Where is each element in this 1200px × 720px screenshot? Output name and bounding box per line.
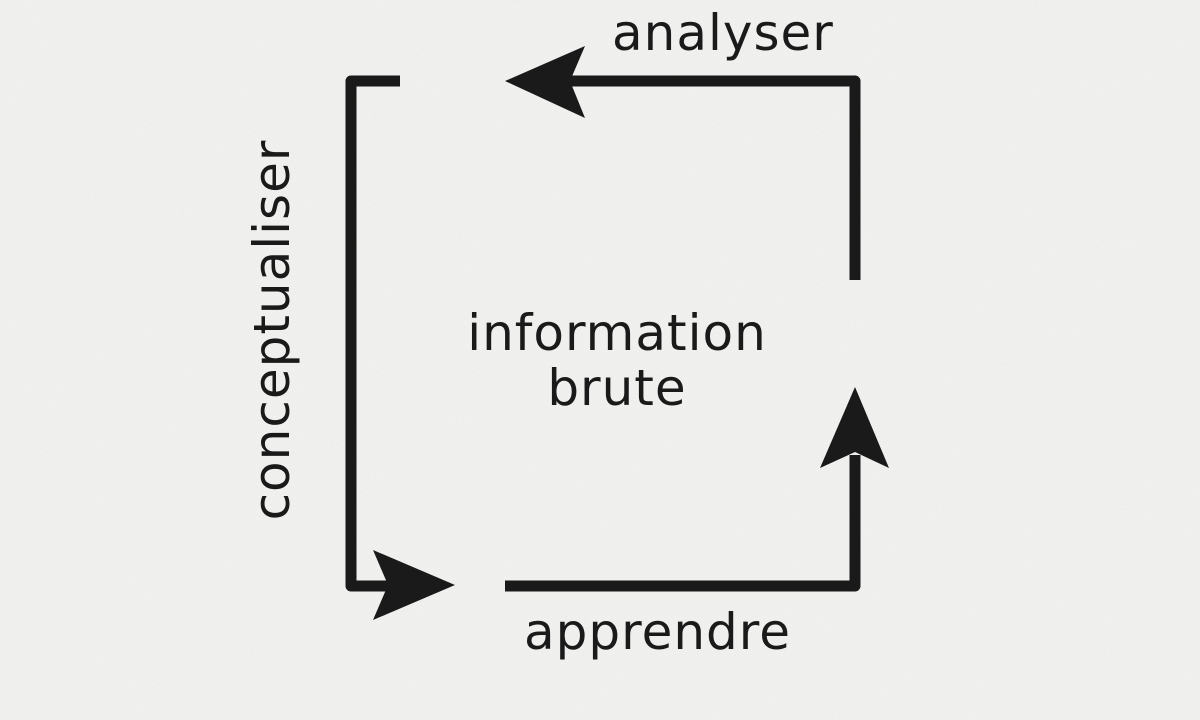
cycle-connectors: [345, 75, 861, 592]
top-right-connector: [560, 75, 861, 280]
center-label-line-1: information: [467, 304, 767, 362]
bottom-label-apprendre: apprendre: [524, 603, 791, 661]
arrow-left-icon: [505, 46, 585, 118]
center-label-line-2: brute: [547, 359, 687, 417]
left-bracket-connector: [345, 75, 400, 592]
bottom-right-connector: [505, 455, 861, 592]
arrow-right-icon: [373, 550, 455, 620]
arrow-up-icon: [820, 387, 889, 468]
left-label-conceptualiser: conceptualiser: [243, 139, 301, 521]
center-label: information brute: [467, 306, 767, 416]
top-label-analyser: analyser: [612, 4, 834, 62]
